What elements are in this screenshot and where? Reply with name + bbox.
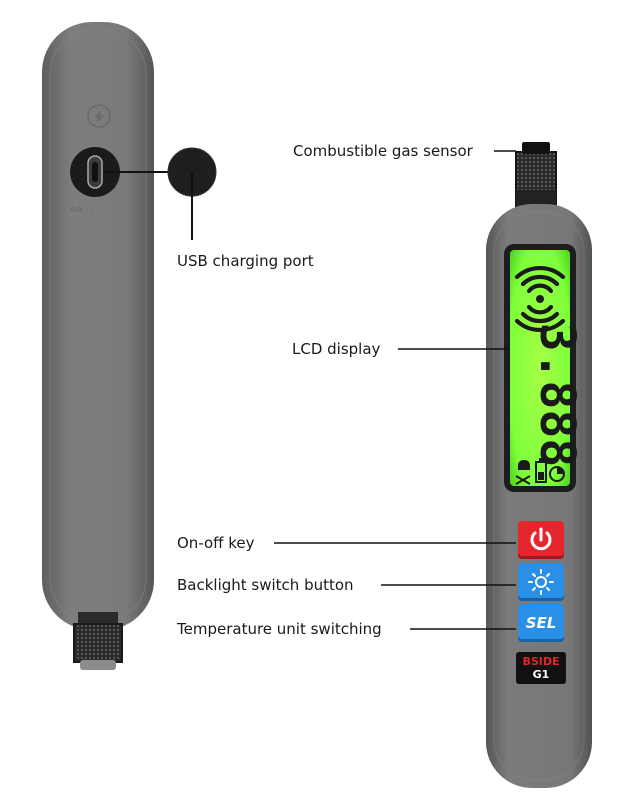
label-usb-port: USB charging port — [177, 252, 314, 270]
lcd-readout: 3.888 — [529, 323, 585, 468]
timer-icon — [549, 466, 565, 482]
svg-text:⊖⊕ ○: ⊖⊕ ○ — [70, 205, 93, 214]
battery-icon — [535, 458, 547, 483]
label-temp-unit: Temperature unit switching — [177, 620, 382, 638]
signal-waves-icon — [514, 266, 566, 332]
backlight-button[interactable] — [518, 563, 564, 601]
sel-button[interactable]: SEL — [518, 604, 564, 642]
device-front-view: 3.888 — [486, 142, 592, 788]
sel-label: SEL — [525, 614, 557, 632]
label-on-off: On-off key — [177, 534, 255, 552]
bell-mute-icon — [515, 460, 531, 485]
power-icon — [530, 527, 552, 551]
device-back-view: ⊖⊕ ○ — [42, 22, 154, 670]
label-gas-sensor: Combustible gas sensor — [293, 142, 473, 160]
brand-name: BSIDE — [522, 655, 560, 668]
model-name: G1 — [532, 668, 550, 681]
label-lcd: LCD display — [292, 340, 381, 358]
sun-icon — [528, 569, 554, 595]
label-backlight: Backlight switch button — [177, 576, 354, 594]
usb-port-callout — [103, 147, 217, 240]
brand-plate: BSIDE G1 — [516, 652, 566, 684]
power-button[interactable] — [518, 521, 564, 559]
